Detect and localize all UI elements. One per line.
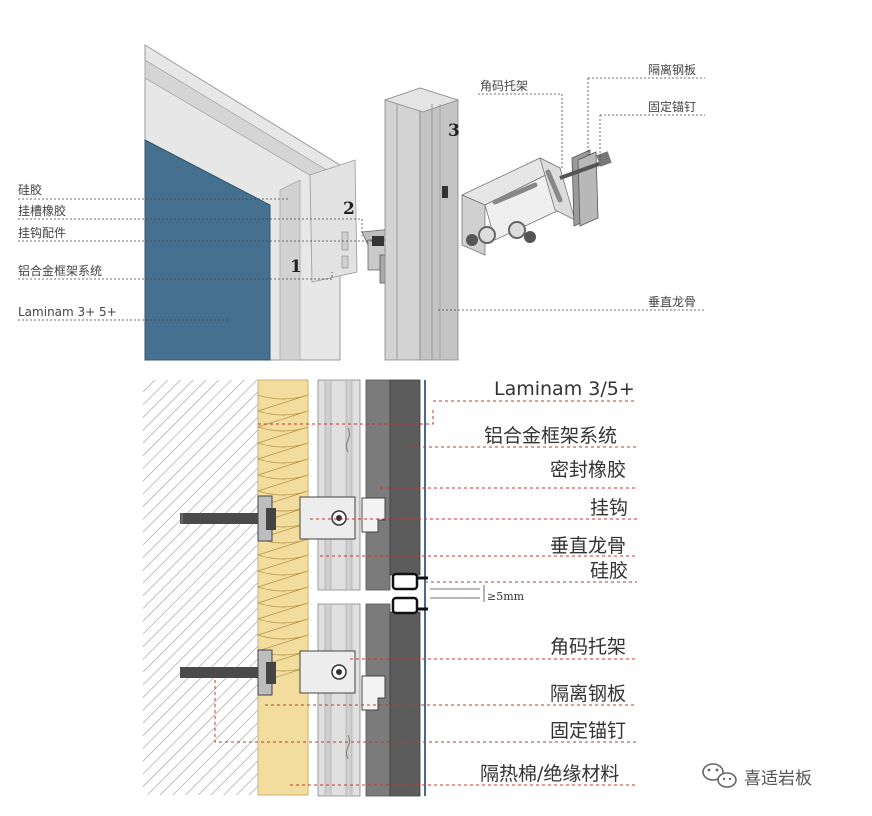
label-slot-rubber: 挂槽橡胶 [18, 203, 66, 218]
top-right-leaders [438, 77, 705, 311]
label-silicone: 硅胶 [590, 560, 628, 582]
panel-upper [389, 379, 421, 576]
panel-lower [389, 611, 421, 797]
label-isolation-plate-top: 隔离钢板 [648, 62, 696, 77]
brand-name: 喜适岩板 [744, 769, 812, 789]
concrete-wall [143, 380, 258, 795]
top-left-leaders [18, 198, 375, 321]
label-isolation-plate: 隔离钢板 [550, 683, 626, 705]
frame-edge [309, 159, 358, 283]
brand-watermark: 喜适岩板 [702, 763, 812, 789]
mullion-mark-1 [346, 427, 350, 453]
label-aluminum-frame-top: 铝合金框架系统 [18, 263, 102, 278]
marker-2: 2 [343, 199, 355, 219]
top-exploded-diagram: 1 2 3 硅胶 挂槽橡胶 挂钩配件 铝合金框架系统 Laminam 3+ 5+… [18, 44, 705, 361]
label-anchor-bolt: 固定锚钉 [550, 720, 626, 742]
label-insulation: 隔热棉/绝缘材料 [480, 763, 619, 785]
frame-slot-2 [341, 255, 349, 269]
bottom-leaders [214, 400, 637, 786]
mullion-mark-2 [346, 734, 350, 760]
bottom-section-diagram: ≥5mm Laminam 3/5+ 铝合金框架系统 密封橡胶 挂钩 垂直龙骨 硅… [143, 378, 637, 797]
label-laminam-top: Laminam 3+ 5+ [18, 305, 117, 319]
label-angle-bracket-top: 角码托架 [480, 79, 528, 93]
angle-bracket [461, 157, 576, 256]
gap-dimension [430, 585, 485, 602]
panel-joint [391, 572, 428, 615]
mullion-upper [317, 379, 361, 591]
marker-3: 3 [448, 121, 460, 141]
label-laminam: Laminam 3/5+ [494, 378, 635, 400]
anchor-assembly-upper [180, 495, 386, 542]
vertical-mullion [383, 87, 460, 361]
wechat-icon [702, 763, 737, 788]
frame-side [279, 179, 301, 361]
label-aluminum-frame: 铝合金框架系统 [484, 425, 617, 447]
label-angle-bracket: 角码托架 [550, 636, 626, 658]
isolation-steel-plate-face [577, 151, 599, 227]
insulation-layer [257, 379, 309, 796]
mullion-lower [317, 603, 361, 797]
label-hook-fitting: 挂钩配件 [18, 226, 66, 240]
label-vertical-mullion-top: 垂直龙骨 [648, 295, 696, 309]
label-sealing-rubber: 密封橡胶 [550, 459, 626, 481]
label-hook: 挂钩 [590, 497, 628, 519]
washers [466, 221, 536, 246]
frame-upper [365, 379, 391, 591]
label-vertical-mullion: 垂直龙骨 [550, 535, 626, 557]
label-anchor-bolt-top: 固定锚钉 [648, 99, 696, 114]
label-silicone-top: 硅胶 [18, 182, 42, 197]
anchor-assembly-lower [180, 649, 386, 711]
laminam-panel [144, 139, 271, 361]
gap-label: ≥5mm [487, 590, 525, 603]
marker-1: 1 [290, 257, 302, 277]
